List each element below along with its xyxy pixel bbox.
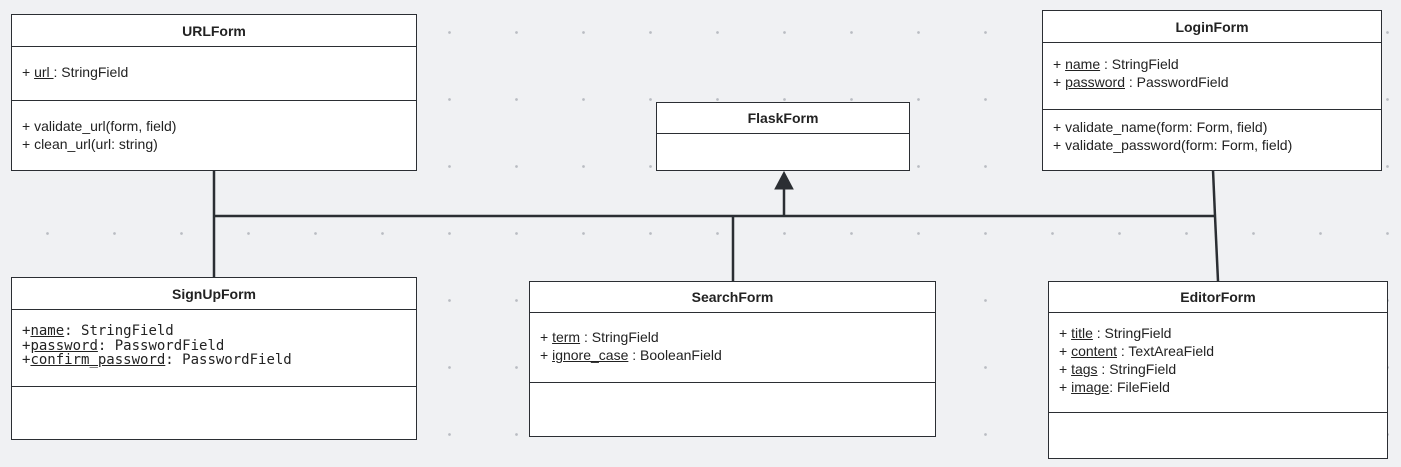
class-title: SignUpForm — [12, 278, 416, 310]
attribute-title: + title : StringField — [1059, 325, 1172, 341]
connector-editorform — [1213, 215, 1220, 282]
attribute-password: +password: PasswordField — [22, 337, 225, 354]
connector-loginform — [1211, 169, 1217, 217]
class-methods-empty — [12, 387, 416, 439]
attribute-url: + url : StringField — [22, 64, 129, 80]
class-searchform[interactable]: SearchForm + term : StringField + ignore… — [529, 281, 936, 437]
class-body-empty — [657, 134, 909, 170]
method-validate-name: + validate_name(form: Form, field) — [1053, 119, 1268, 135]
class-attributes: + name : StringField + password : Passwo… — [1043, 43, 1381, 110]
class-loginform[interactable]: LoginForm + name : StringField + passwor… — [1042, 10, 1382, 171]
class-methods-empty — [1049, 413, 1387, 458]
attribute-content: + content : TextAreaField — [1059, 343, 1215, 359]
attribute-tags: + tags : StringField — [1059, 361, 1177, 377]
attribute-image: + image: FileField — [1059, 379, 1170, 395]
method-validate-url: + validate_url(form, field) — [22, 118, 177, 134]
class-methods: + validate_name(form: Form, field) + val… — [1043, 110, 1381, 170]
class-flaskform[interactable]: FlaskForm — [656, 102, 910, 171]
class-title: URLForm — [12, 15, 416, 47]
attribute-ignore-case: + ignore_case : BooleanField — [540, 347, 722, 363]
class-methods: + validate_url(form, field) + clean_url(… — [12, 101, 416, 170]
class-attributes: + url : StringField — [12, 47, 416, 101]
class-title: LoginForm — [1043, 11, 1381, 43]
class-title: EditorForm — [1049, 282, 1387, 313]
class-title: FlaskForm — [657, 103, 909, 134]
class-title: SearchForm — [530, 282, 935, 313]
class-attributes: + title : StringField + content : TextAr… — [1049, 313, 1387, 413]
class-urlform[interactable]: URLForm + url : StringField + validate_u… — [11, 14, 417, 171]
attribute-password: + password : PasswordField — [1053, 74, 1229, 90]
attribute-name: +name: StringField — [22, 323, 174, 339]
class-signupform[interactable]: SignUpForm +name: StringField +password:… — [11, 277, 417, 440]
class-methods-empty — [530, 383, 935, 436]
attribute-confirm-password: +confirm_password: PasswordField — [22, 352, 292, 368]
class-editorform[interactable]: EditorForm + title : StringField + conte… — [1048, 281, 1388, 459]
class-attributes: + term : StringField + ignore_case : Boo… — [530, 313, 935, 383]
attribute-term: + term : StringField — [540, 329, 659, 345]
inheritance-arrowhead — [774, 170, 794, 190]
attribute-name: + name : StringField — [1053, 56, 1179, 72]
method-clean-url: + clean_url(url: string) — [22, 136, 158, 152]
method-validate-password: + validate_password(form: Form, field) — [1053, 137, 1293, 153]
class-attributes: +name: StringField +password: PasswordFi… — [12, 310, 416, 387]
